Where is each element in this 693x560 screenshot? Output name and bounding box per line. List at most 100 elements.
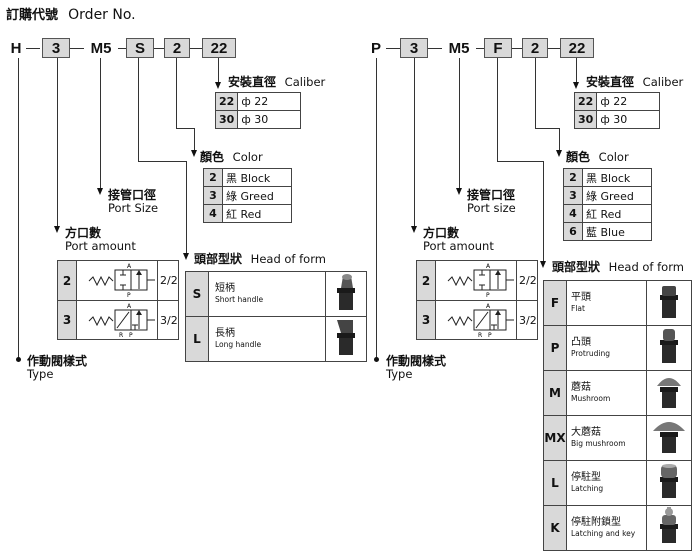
left-code-type: H <box>10 39 22 57</box>
port-a-label: A <box>486 303 491 310</box>
short-handle-icon <box>325 271 367 317</box>
left-dot-type <box>16 357 21 362</box>
right-portsize-label: 接管口徑 Port size <box>467 189 516 215</box>
right-head-key-1: P <box>543 325 567 371</box>
right-head-zh: 頭部型狀 <box>552 260 601 274</box>
right-color-key-2: 4 <box>563 204 583 223</box>
left-head-key-1: L <box>185 316 209 362</box>
left-color-val-1: 綠 Greed <box>222 186 292 205</box>
table-row: L 長柄 Long handle <box>185 316 367 362</box>
left-head-table: S 短柄 Short handle L 長柄 Long handle <box>185 271 367 362</box>
right-color-val-1: 綠 Greed <box>582 186 652 205</box>
left-head-label: 頭部型狀 Head of form <box>194 253 326 266</box>
left-dash-4 <box>154 48 164 49</box>
table-row: 2 A P 2/2 <box>58 261 178 301</box>
left-color-label: 顏色 Color <box>200 151 263 164</box>
left-portamount-en: Port amount <box>65 239 136 253</box>
right-head-zh-4: 停駐型 <box>571 472 601 483</box>
right-leader-portsize-v <box>459 58 460 190</box>
right-pa-key-0: 2 <box>417 261 436 300</box>
right-leader-head-v <box>497 58 498 161</box>
right-head-table: F 平頭 Flat P 凸頭 Protruding M 蘑菇 Mushroom <box>543 280 692 551</box>
left-color-zh: 顏色 <box>200 150 225 164</box>
right-color-key-1: 3 <box>563 186 583 205</box>
right-head-key-5: K <box>543 505 567 551</box>
right-type-zh: 作動閥樣式 <box>386 354 447 368</box>
right-head-en: Head of form <box>608 260 684 274</box>
left-caliber-label: 安裝直徑 Caliber <box>228 76 325 89</box>
right-dash-2 <box>428 48 442 49</box>
left-leader-color-h <box>176 128 194 129</box>
title-zh: 訂購代號 <box>6 8 59 23</box>
left-arrow-portamount <box>54 226 60 233</box>
right-code-color: 2 <box>522 38 548 58</box>
right-color-zh: 顏色 <box>566 150 591 164</box>
left-portamount-label: 方口數 Port amount <box>65 227 136 253</box>
left-color-key-2: 4 <box>203 204 223 223</box>
right-leader-caliber-v <box>576 58 577 84</box>
right-dash-5 <box>548 48 560 49</box>
left-color-val-0: 黑 Block <box>222 168 292 187</box>
right-caliber-val-0: ф 22 <box>596 92 661 111</box>
left-leader-caliber-v <box>218 58 219 84</box>
port-p-label: P <box>129 332 133 339</box>
right-leader-portamount-v <box>414 58 415 228</box>
left-portamount-zh: 方口數 <box>65 226 102 240</box>
right-color-val-3: 藍 Blue <box>582 222 652 241</box>
left-head-en: Head of form <box>250 252 326 266</box>
right-head-en-2: Mushroom <box>571 394 611 403</box>
right-portamount-table: 2 A P 2/2 3 A <box>416 260 538 340</box>
left-caliber-val-1: ф 30 <box>237 110 302 129</box>
right-leader-color-h <box>535 128 559 129</box>
left-pa-val-0: 2/2 <box>160 274 178 287</box>
right-arrow-portsize <box>456 188 462 195</box>
right-portsize-en: Port size <box>467 201 516 215</box>
port-r-label: R <box>478 332 482 339</box>
right-dash-3 <box>476 48 484 49</box>
left-portsize-label: 接管口徑 Port Size <box>108 189 158 215</box>
right-code-type: P <box>370 39 381 57</box>
left-portamount-table: 2 A P 2/2 3 A <box>57 260 179 340</box>
left-leader-type-v <box>18 58 19 360</box>
left-caliber-en: Caliber <box>284 75 326 89</box>
valve-3-2-symbol-icon: A R P <box>436 301 517 339</box>
right-code-port-amount: 3 <box>400 38 428 58</box>
table-row: L 停駐型 Latching <box>543 460 692 506</box>
left-color-key-0: 2 <box>203 168 223 187</box>
flat-head-icon <box>646 280 692 326</box>
left-leader-color-v <box>176 58 177 128</box>
left-portsize-zh: 接管口徑 <box>108 188 157 202</box>
right-pa-val-0: 2/2 <box>519 274 537 287</box>
left-code-color: 2 <box>164 38 190 58</box>
right-portsize-zh: 接管口徑 <box>467 188 516 202</box>
left-caliber-zh: 安裝直徑 <box>228 75 277 89</box>
left-arrow-color <box>191 150 197 157</box>
right-color-val-0: 黑 Block <box>582 168 652 187</box>
table-row: MX 大蘑菇 Big mushroom <box>543 415 692 461</box>
left-code-port-size: M5 <box>90 39 112 57</box>
left-type-label: 作動閥樣式 Type <box>27 355 87 381</box>
right-type-en: Type <box>386 367 413 381</box>
left-portsize-en: Port Size <box>108 201 159 215</box>
right-head-en-5: Latching and key <box>571 529 636 538</box>
left-head-zh-1: 長柄 <box>215 328 235 339</box>
right-portamount-label: 方口數 Port amount <box>423 227 494 253</box>
right-caliber-val-1: ф 30 <box>596 110 661 129</box>
left-head-en-0: Short handle <box>215 295 264 304</box>
page-title: 訂購代號 Order No. <box>6 4 136 23</box>
left-head-en-1: Long handle <box>215 340 262 349</box>
right-head-zh-0: 平頭 <box>571 292 591 303</box>
left-type-zh: 作動閥樣式 <box>27 354 88 368</box>
left-color-key-1: 3 <box>203 186 223 205</box>
right-dot-type <box>374 357 379 362</box>
right-head-zh-2: 蘑菇 <box>571 382 591 393</box>
right-leader-type-v <box>376 58 377 360</box>
